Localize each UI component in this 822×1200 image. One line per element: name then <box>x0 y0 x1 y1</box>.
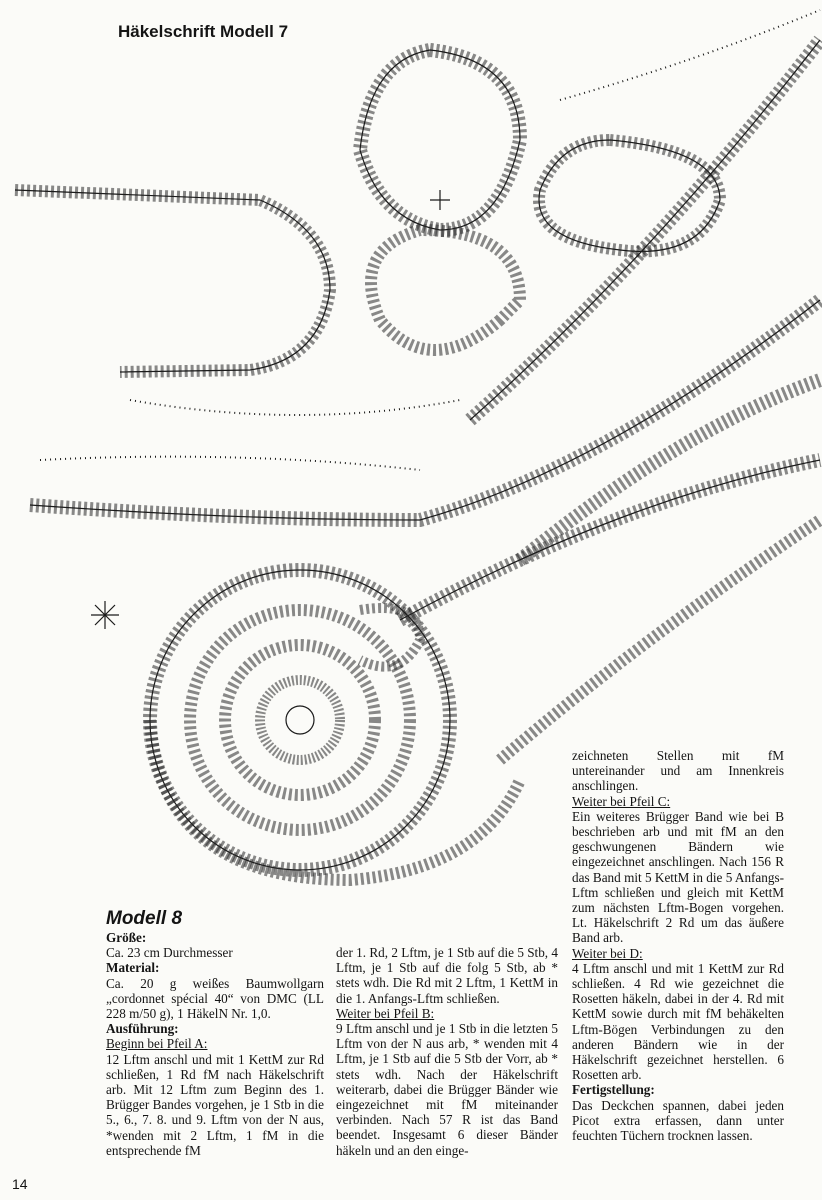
material-text: Ca. 20 g weißes Baumwollgarn „cordonnet … <box>106 975 324 1022</box>
arrow-d-heading: Weiter bei D: <box>572 945 643 961</box>
finishing-text: Das Deckchen spannen, dabei jeden Picot … <box>572 1097 784 1144</box>
section-title: Modell 8 <box>106 908 183 929</box>
material-heading: Material: <box>106 960 160 976</box>
arrow-b-text: 9 Lftm anschl und je 1 Stb in die letzte… <box>336 1021 558 1158</box>
text-column-3: zeichneten Stellen mit fM untereinander … <box>572 748 784 1143</box>
arrow-a-heading: Beginn bei Pfeil A: <box>106 1036 208 1052</box>
column3-intro-text: zeichneten Stellen mit fM untereinander … <box>572 748 784 794</box>
page-number: 14 <box>12 1176 28 1192</box>
text-column-1: Modell 8 Größe: Ca. 23 cm Durchmesser Ma… <box>106 908 324 1158</box>
arrow-b-heading: Weiter bei Pfeil B: <box>336 1005 435 1021</box>
instructions-heading: Ausführung: <box>106 1021 179 1037</box>
crochet-chart-diagram <box>14 9 822 887</box>
finishing-heading: Fertigstellung: <box>572 1082 655 1098</box>
arrow-c-heading: Weiter bei Pfeil C: <box>572 793 671 809</box>
column2-intro-text: der 1. Rd, 2 Lftm, je 1 Stb auf die 5 St… <box>336 945 558 1006</box>
size-heading: Größe: <box>106 930 147 945</box>
page-title: Häkelschrift Modell 7 <box>118 22 289 41</box>
arrow-d-text: 4 Lftm anschl und mit 1 KettM zur Rd sch… <box>572 960 784 1083</box>
arrow-a-text: 12 Lftm anschl und mit 1 KettM zur Rd sc… <box>106 1051 324 1158</box>
text-column-2: der 1. Rd, 2 Lftm, je 1 Stb auf die 5 St… <box>336 945 558 1158</box>
size-text: Ca. 23 cm Durchmesser <box>106 945 233 961</box>
arrow-c-text: Ein weiteres Brügger Band wie bei B besc… <box>572 808 784 946</box>
